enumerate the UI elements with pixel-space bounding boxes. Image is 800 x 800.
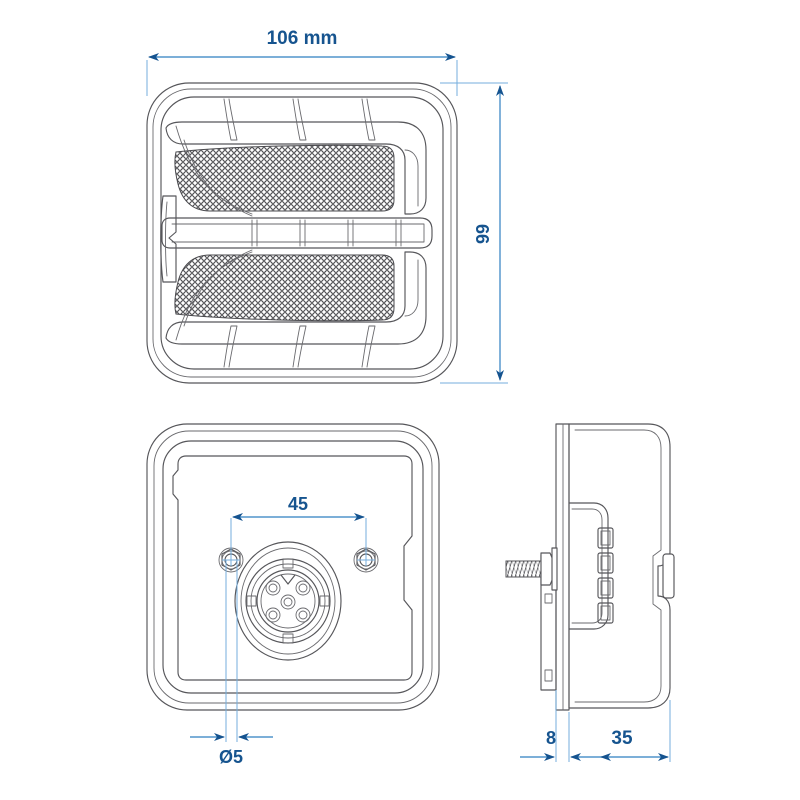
front-top-ribs [223,98,376,141]
front-left-wing-lower [175,251,253,341]
side-latch-tab [662,553,675,599]
front-right-sweep-upper [404,149,419,207]
dimension-height-label: 99 [473,224,493,244]
rear-view [146,423,440,711]
side-view [505,423,675,711]
dimension-body-depth-label: 35 [611,728,633,749]
front-center-strip [161,217,433,249]
rear-outer-housing [146,423,440,711]
side-sculpt-band [568,502,609,630]
rear-outer-housing-inner [153,430,433,704]
rear-flange-step [162,440,424,694]
dimension-width-label: 106 mm [267,28,338,49]
front-outer-housing [146,82,458,384]
connector-keyway-notch [280,574,296,585]
dimension-hole-diameter: Ø5 [190,560,273,767]
side-body-inner-contour [574,429,662,703]
side-sculpt-band-inner [571,508,603,624]
side-mounting-bolt [505,547,558,591]
front-upper-lens-outline [165,121,427,215]
front-outer-housing-inner-edge [152,88,452,378]
side-body-profile [568,423,671,709]
bolt-hex-head [540,552,554,586]
front-bottom-ribs [223,325,376,368]
front-left-chevron [160,195,177,283]
dimension-height-99: 99 [440,82,508,384]
front-left-wing-upper [175,125,253,215]
bolt-thread [505,560,542,578]
side-vent-slots [597,527,614,624]
side-flange-plate [555,423,570,711]
front-lower-mesh-panel [174,254,395,322]
dimension-flange-depth-label: 8 [546,728,556,748]
dimension-hole-spacing-45: 45 [230,494,367,566]
rear-connector [234,541,342,661]
bolt-washer [551,547,558,591]
front-center-strip-ribs [251,219,402,247]
dimension-body-depth-35: 35 [600,700,671,762]
rear-back-plate [172,455,413,681]
dimension-width-106: 106 mm [146,28,458,96]
front-upper-mesh-panel [174,144,395,212]
dimension-hole-diameter-label: Ø5 [219,747,243,767]
front-left-chevron-inner [165,201,168,277]
dimension-hole-spacing-label: 45 [288,494,308,514]
front-right-sweep-lower [404,259,419,317]
connector-pins [265,580,311,623]
front-view [146,82,458,384]
front-lower-lens-outline [165,251,427,345]
front-center-strip-inner [171,223,425,243]
front-left-wing-upper2 [183,139,253,217]
front-left-wing-lower2 [183,249,253,327]
